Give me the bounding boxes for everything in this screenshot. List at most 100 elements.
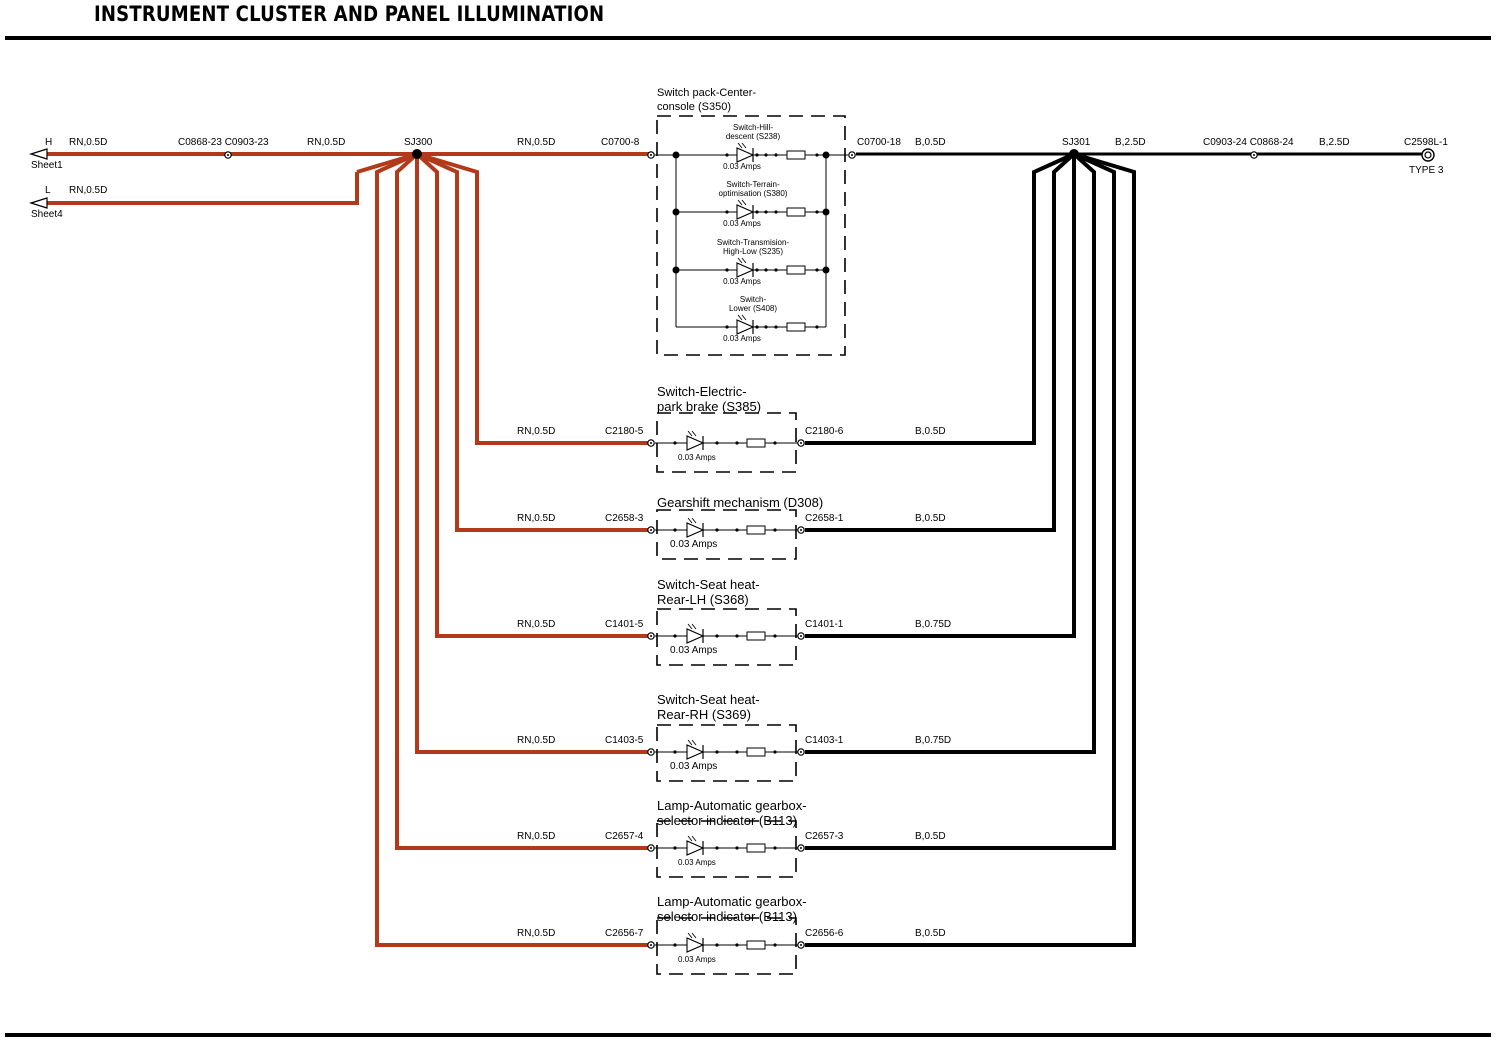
switch-led-icon-ray2: [741, 314, 747, 321]
component-pin: [773, 846, 777, 850]
pack-pin: [725, 268, 729, 272]
switch-led-icon: [736, 262, 755, 278]
component-resistor-icon: [746, 525, 766, 535]
pack-pin: [725, 153, 729, 157]
pack-junction: [822, 208, 830, 216]
component-led-icon: [686, 840, 705, 856]
connector-c0700-18-pin: [851, 154, 853, 156]
connector-c0700-8-pin: [650, 154, 652, 156]
component-amps: 0.03 Amps: [670, 761, 717, 772]
component-amps: 0.03 Amps: [670, 645, 717, 656]
switch-name: Switch-Lower (S408): [729, 295, 777, 313]
switch-led-icon: [736, 147, 755, 163]
component-led-icon-ray2: [691, 430, 697, 437]
component-pin: [773, 441, 777, 445]
component-out-connector-pin: [800, 635, 802, 637]
switch-amps: 0.03 Amps: [723, 334, 761, 343]
sheet4-arrow-icon: [28, 197, 48, 209]
switch-resistor-icon: [786, 265, 806, 275]
sj300-label: SJ300: [404, 137, 433, 148]
component-in-connector-pin: [650, 751, 652, 753]
feed-branch-wire: [415, 152, 650, 638]
component-led-icon-ray2: [691, 835, 697, 842]
ground-inline-connector: C0903-24 C0868-24: [1203, 137, 1294, 148]
component-amps: 0.03 Amps: [678, 453, 716, 462]
pack-pin: [764, 325, 768, 329]
pack-junction: [672, 266, 680, 274]
component-resistor-icon: [746, 631, 766, 641]
feed-branch-wire: [375, 152, 650, 947]
input-l-wire: RN,0.5D: [69, 185, 107, 196]
component-pin: [735, 441, 739, 445]
component-out-connector-pin: [800, 751, 802, 753]
ground-type-label: TYPE 3: [1409, 165, 1444, 176]
sj300-splice: [412, 149, 422, 159]
component-out-conn: C2658-1: [805, 513, 844, 524]
component-pin: [773, 528, 777, 532]
component-out-connector-pin: [800, 529, 802, 531]
inline-connector-c0868-23-pin: [227, 154, 229, 156]
pack-pin: [774, 325, 778, 329]
switch-led-icon-ray1: [737, 142, 743, 149]
switch-led-icon-ray2: [741, 199, 747, 206]
switch-resistor-icon: [786, 207, 806, 217]
pack-pin: [755, 325, 759, 329]
component-pin: [735, 528, 739, 532]
switch-pack-in-wire: RN,0.5D: [517, 137, 555, 148]
component-pin: [673, 846, 677, 850]
component-name: Switch-Electric-park brake (S385): [657, 384, 761, 414]
component-box: [656, 724, 797, 782]
component-led-icon-ray1: [687, 932, 693, 939]
component-in-conn: C2657-4: [605, 831, 644, 842]
component-pin: [773, 750, 777, 754]
switch-led-icon-ray1: [737, 314, 743, 321]
component-resistor-icon: [746, 940, 766, 950]
input-h-wire: RN,0.5D: [69, 137, 107, 148]
switch-led-icon-ray1: [737, 257, 743, 264]
ground-branch-wire: [805, 152, 1076, 532]
switch-led-icon-ray2: [741, 142, 747, 149]
component-in-connector-pin: [650, 847, 652, 849]
feed-branch-wire: [415, 154, 650, 754]
pack-pin: [815, 153, 819, 157]
component-pin: [715, 750, 719, 754]
component-out-conn: C2657-3: [805, 831, 844, 842]
ground-branch-wire: [805, 152, 1096, 754]
input-l-sheet: Sheet4: [31, 209, 63, 220]
pack-pin: [774, 268, 778, 272]
pack-pin: [815, 210, 819, 214]
component-pin: [773, 634, 777, 638]
switch-name: Switch-Hill-descent (S238): [726, 123, 781, 141]
component-pin: [735, 634, 739, 638]
feed-wire2-label: RN,0.5D: [307, 137, 345, 148]
pack-pin: [774, 153, 778, 157]
pack-pin: [725, 325, 729, 329]
component-led-icon-ray2: [691, 739, 697, 746]
sj301-splice: [1069, 149, 1079, 159]
component-in-wire: RN,0.5D: [517, 831, 555, 842]
component-box: [656, 608, 797, 666]
component-pin: [673, 528, 677, 532]
component-pin: [673, 750, 677, 754]
component-in-connector-pin: [650, 529, 652, 531]
component-in-conn: C2658-3: [605, 513, 644, 524]
component-name: Lamp-Automatic gearbox-selector indicato…: [657, 894, 807, 924]
pack-pin: [764, 268, 768, 272]
component-out-connector-pin: [800, 442, 802, 444]
component-amps: 0.03 Amps: [678, 955, 716, 964]
switch-led-icon-ray1: [737, 199, 743, 206]
component-out-conn: C2656-6: [805, 928, 844, 939]
ground-branch-wire: [805, 152, 1136, 947]
pack-pin: [815, 268, 819, 272]
component-name: Lamp-Automatic gearbox-selector indicato…: [657, 798, 807, 828]
pack-junction: [822, 266, 830, 274]
component-amps: 0.03 Amps: [678, 858, 716, 867]
component-out-connector-pin: [800, 944, 802, 946]
pack-pin: [815, 325, 819, 329]
inline-connector-c0903-24-pin: [1253, 154, 1255, 156]
component-in-conn: C1401-5: [605, 619, 644, 630]
switch-amps: 0.03 Amps: [723, 162, 761, 171]
component-led-icon: [686, 744, 705, 760]
component-led-icon: [686, 522, 705, 538]
